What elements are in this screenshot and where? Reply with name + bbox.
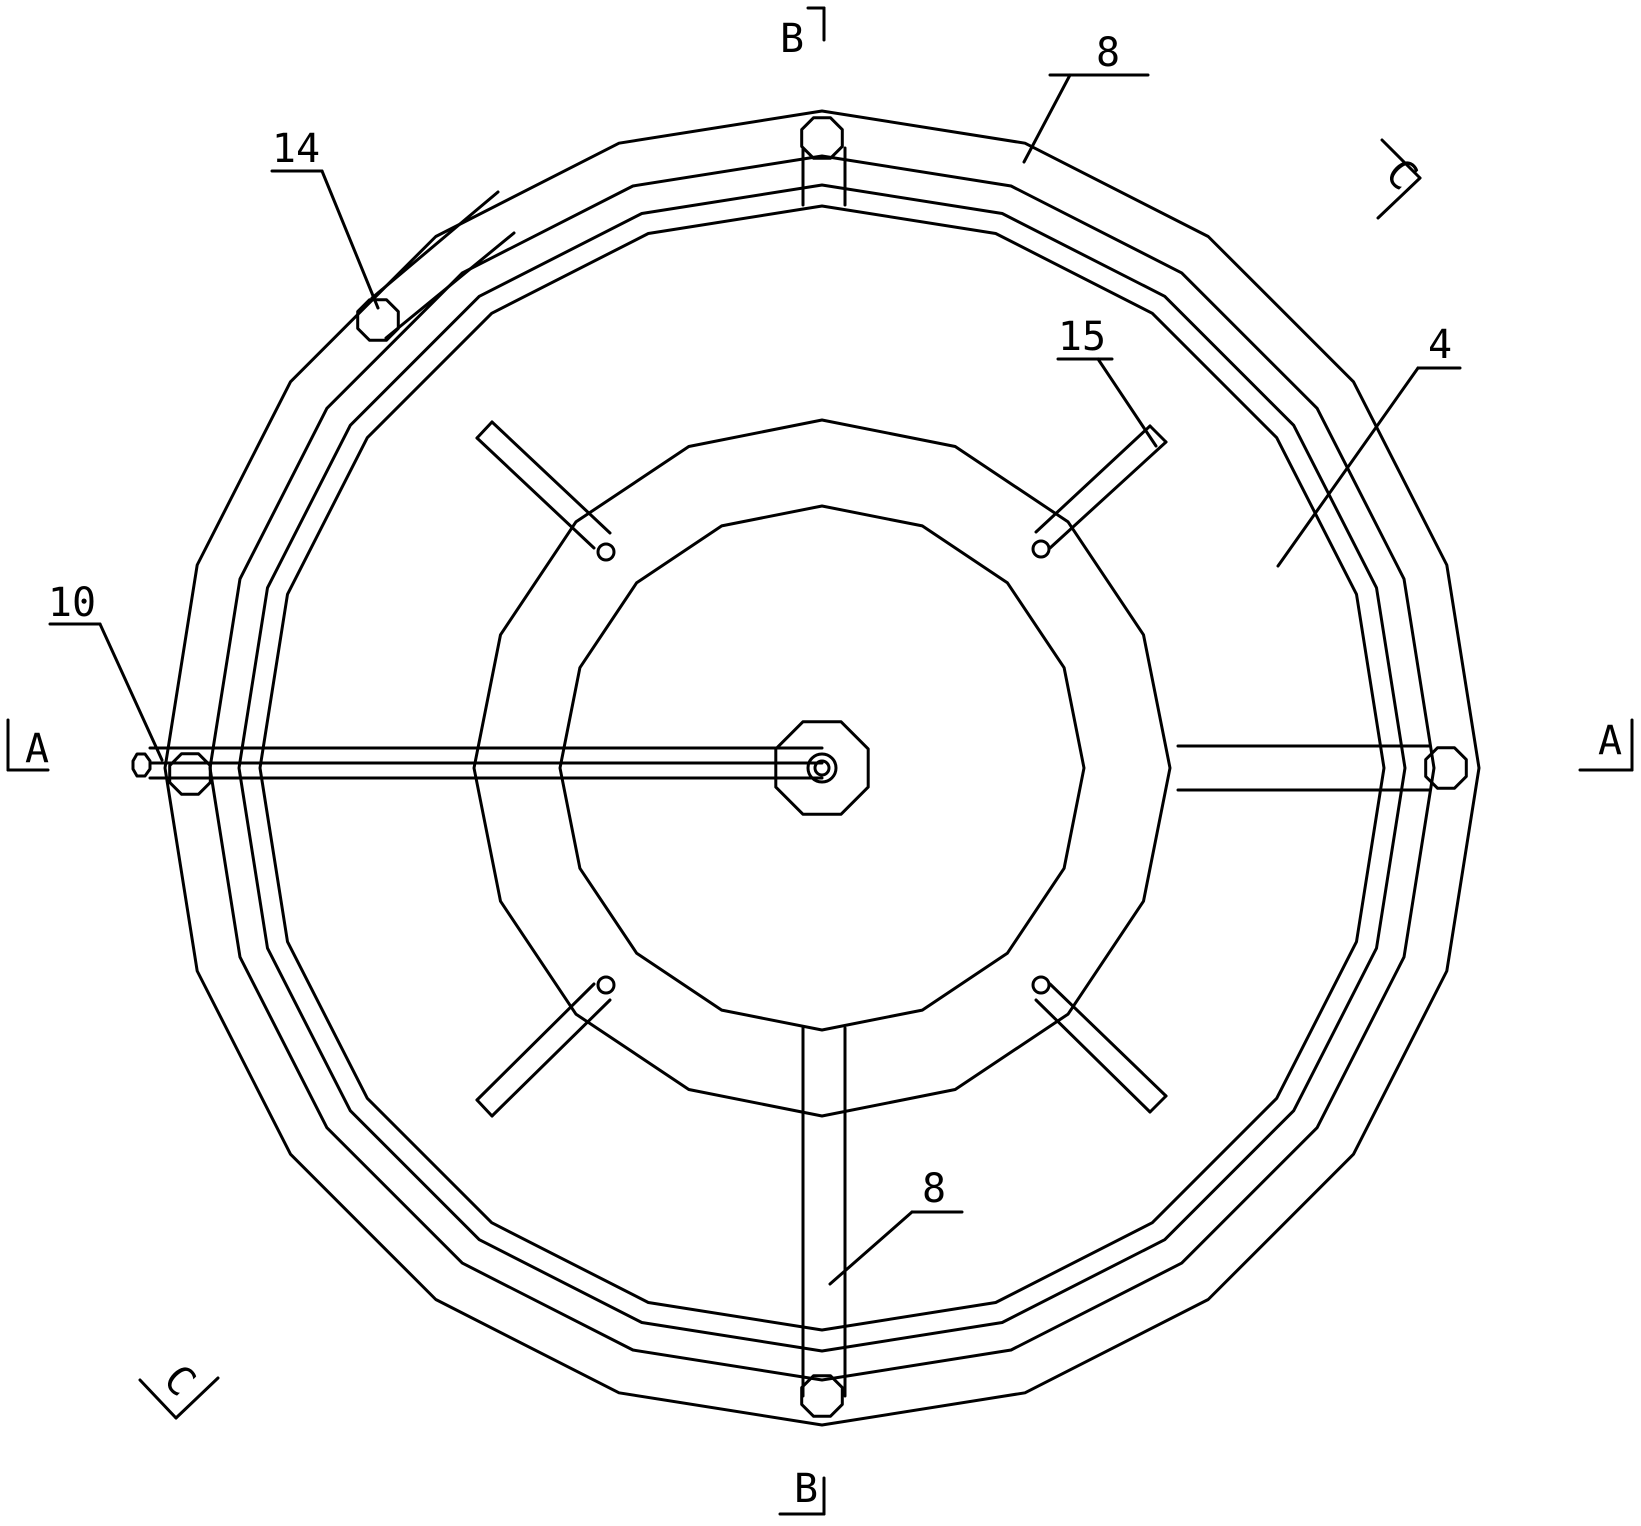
inner-ring — [558, 504, 1086, 1032]
vertical-pipe-bottom — [801, 1026, 847, 1398]
spiral-pipe-tail — [370, 190, 516, 340]
node-part-14 — [356, 298, 400, 342]
connector-nodes — [168, 116, 1468, 1418]
node-bottom — [800, 1374, 844, 1418]
node-top — [800, 116, 844, 160]
pipe-end-cap — [131, 752, 152, 778]
section-a-right: A — [1598, 718, 1622, 764]
outer-ring-2 — [208, 154, 1436, 1382]
label-part-8-bottom: 8 — [922, 1166, 946, 1212]
label-part-14: 14 — [272, 126, 320, 172]
nozzle-bottom-right — [1031, 975, 1168, 1114]
horizontal-pipe-left — [131, 746, 824, 780]
nozzle-top-left — [475, 420, 616, 562]
outer-ring-4 — [258, 204, 1386, 1332]
node-right — [1424, 746, 1468, 790]
middle-ring — [472, 418, 1172, 1118]
outer-ring-3 — [237, 183, 1407, 1353]
section-b-bottom: B — [794, 1466, 818, 1512]
rings — [163, 109, 1481, 1427]
horizontal-pipe-right — [1176, 744, 1432, 792]
outer-ring-1 — [163, 109, 1481, 1427]
node-left — [168, 752, 212, 796]
nozzle-top-right — [1031, 424, 1168, 559]
nozzle-bottom-left — [475, 975, 616, 1118]
section-a-left: A — [25, 726, 49, 772]
label-part-10: 10 — [48, 580, 96, 626]
section-b-top: B — [780, 16, 804, 62]
leader-lines — [48, 73, 1462, 1286]
section-marks — [6, 6, 1634, 1516]
vertical-pipe-top — [801, 146, 847, 207]
label-part-15: 15 — [1058, 314, 1106, 360]
central-hub — [774, 720, 870, 816]
label-part-4: 4 — [1428, 322, 1452, 368]
label-part-8-top: 8 — [1096, 30, 1120, 76]
